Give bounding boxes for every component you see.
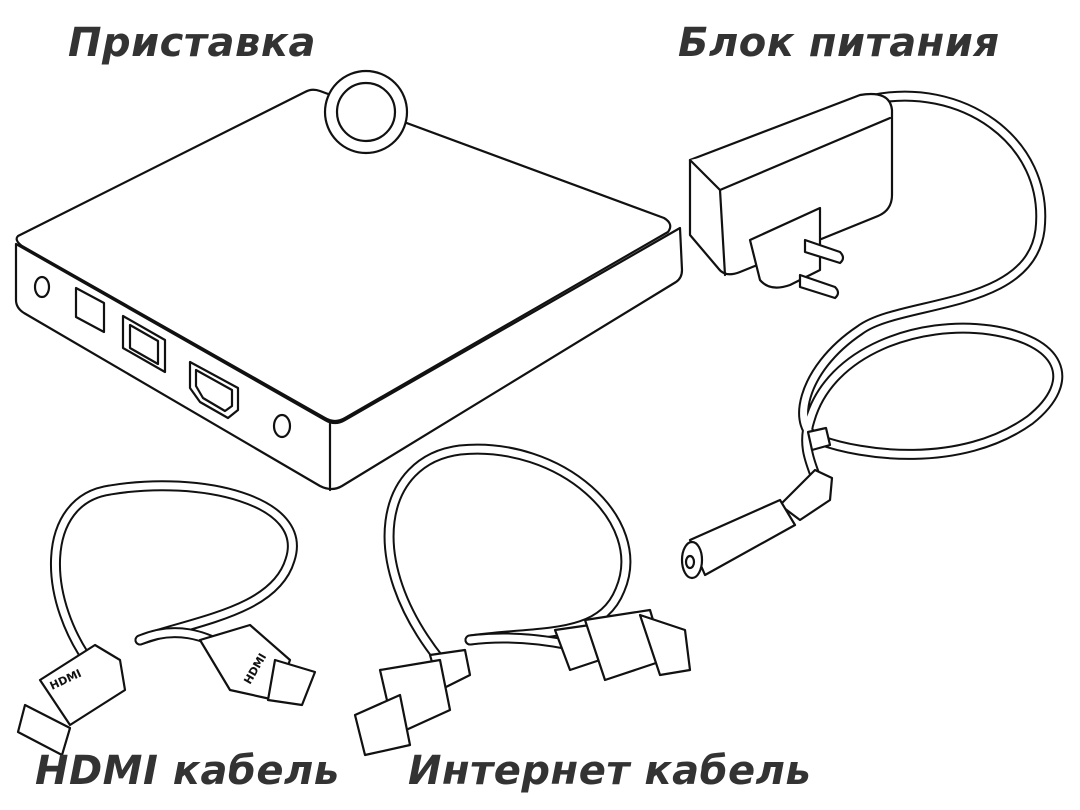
power-supply-drawing — [680, 90, 1064, 580]
label-hdmi-cable: HDMI кабель — [35, 748, 340, 794]
optical-port-icon — [74, 286, 106, 334]
hdmi-cable-drawing: HDMI HDMI — [16, 480, 317, 757]
dc-plug-icon — [688, 498, 797, 577]
label-power-supply: Блок питания — [678, 20, 1000, 66]
usb-port-icon — [272, 413, 292, 439]
ethernet-cable-drawing — [353, 443, 692, 757]
label-ethernet-cable: Интернет кабель — [408, 748, 812, 794]
plug-icon — [748, 206, 822, 289]
label-set-top-box: Приставка — [68, 20, 316, 66]
set-top-box-drawing — [14, 69, 684, 492]
av-port-icon — [33, 275, 51, 299]
